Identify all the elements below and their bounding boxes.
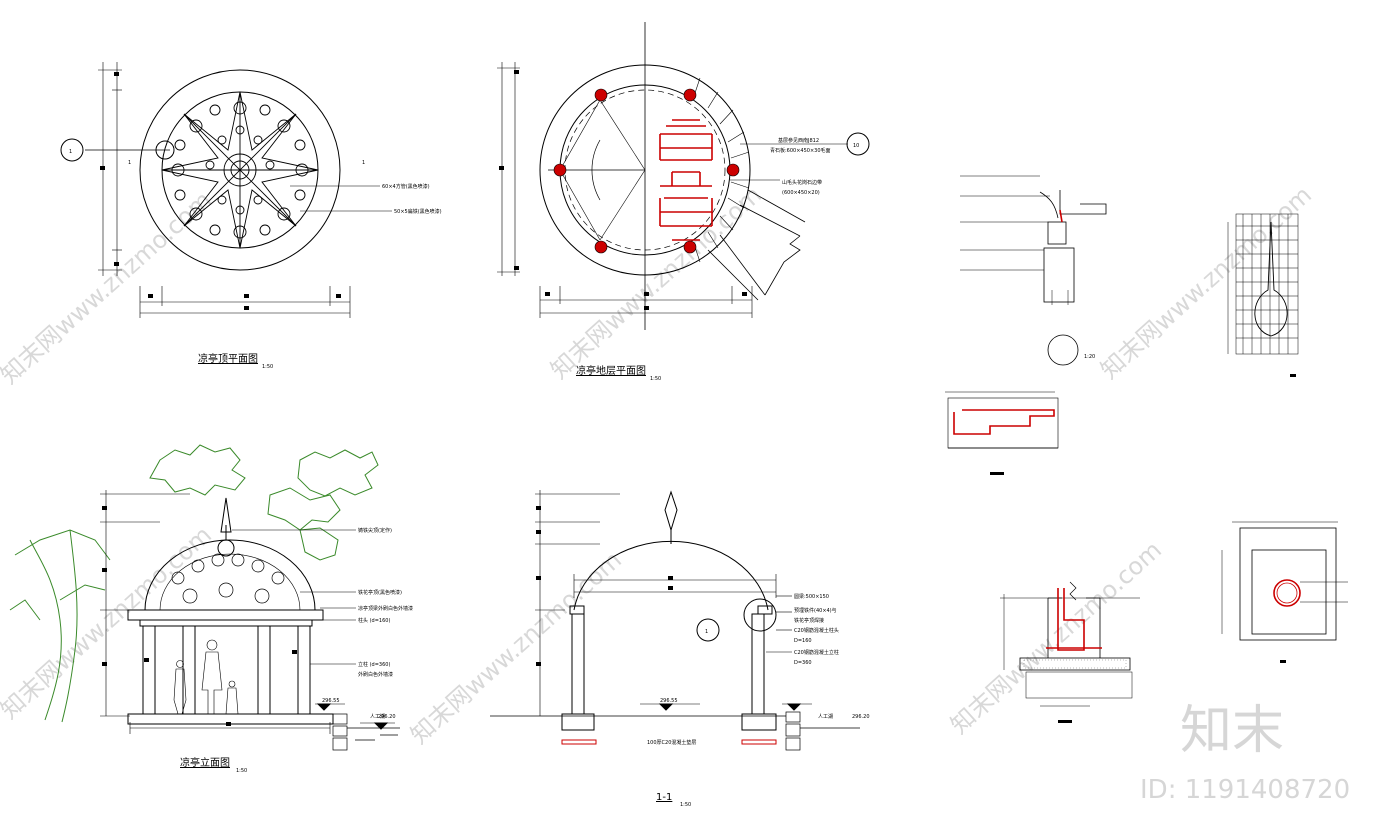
floor-plan-view xyxy=(497,22,870,330)
column xyxy=(257,625,271,715)
elevation-view xyxy=(9,444,400,751)
roof-star-pattern xyxy=(161,91,319,249)
elevation-note-finial: 铸铁尖顶(定作) xyxy=(358,527,392,534)
floor-border-paving xyxy=(693,77,750,263)
elevation-note-paint: 外刷白色外墙漆 xyxy=(358,671,393,678)
section-note-column: C20钢筋混凝土立柱 xyxy=(794,649,839,656)
watermark-text: 知末网www.znzmo.com xyxy=(945,536,1167,740)
brand-logo-text: 知末 xyxy=(1180,701,1284,761)
watermark-layer: 知末网www.znzmo.com 知末网www.znzmo.com 知末网www… xyxy=(0,181,1350,805)
elevation-level-top: 296.55 xyxy=(322,698,340,704)
column-marker xyxy=(683,88,697,102)
elevation-note-beam: 凉亭顶梁外刷白色外墙漆 xyxy=(358,605,413,612)
roof-outer-ring xyxy=(139,69,341,271)
section-ground-label: 人工湖 xyxy=(818,713,833,720)
watermark-text: 知末网www.znzmo.com xyxy=(0,521,217,725)
section-note-embed: 预埋铁件(40×4)与 xyxy=(794,607,837,614)
roof-plan-view xyxy=(60,62,392,318)
floor-path-strip xyxy=(707,189,806,301)
human-figures xyxy=(173,639,239,715)
column xyxy=(182,625,196,715)
column xyxy=(297,625,311,715)
floor-note-edging-size: (600×450×20) xyxy=(782,190,820,196)
column xyxy=(142,625,156,715)
gazebo-elevation xyxy=(100,490,400,751)
detail-callout-circle xyxy=(155,140,175,160)
column-marker xyxy=(553,163,567,177)
detail-beam-joint xyxy=(960,175,1107,305)
column-markers xyxy=(553,88,740,254)
lakeside-rocks xyxy=(785,711,860,751)
roof-plan-scale: 1:50 xyxy=(262,364,273,370)
rebar-highlights xyxy=(953,209,1301,651)
detail-views xyxy=(945,175,1348,707)
roof-cut-label: 1 xyxy=(362,160,365,166)
dome-scroll-ornaments xyxy=(171,553,285,604)
elevation-ground-label: 人工湖 xyxy=(370,713,385,720)
section-dimension-lines xyxy=(535,490,777,716)
section-mark-number: 1 xyxy=(69,149,72,155)
section-mark-circle xyxy=(696,618,720,642)
elevation-note-capital: 柱头 (d=160) xyxy=(358,617,390,624)
section-mark-number: 1 xyxy=(705,629,708,635)
section-mark-circle xyxy=(846,132,870,156)
detail-circle-scale: 1:20 xyxy=(1084,354,1095,360)
section-view xyxy=(490,490,860,751)
section-note-capital-d: D=160 xyxy=(794,638,812,644)
roof-note-tube: 60×4方管(黑色喷漆) xyxy=(382,183,430,190)
detail-column-plan xyxy=(1221,521,1348,641)
column-section xyxy=(751,613,765,715)
section-note-column-d: D=360 xyxy=(794,660,812,666)
section-title: 1-1 xyxy=(656,792,672,803)
section-note-capital: C20钢筋混凝土柱头 xyxy=(794,627,839,634)
elevation-note-column: 立柱 (d=360) xyxy=(358,661,390,668)
section-mark-circle xyxy=(60,138,84,162)
floor-note-edging: 山毛头花岗石边带 xyxy=(782,179,822,186)
floor-dimension-lines xyxy=(497,62,753,318)
column-marker xyxy=(594,88,608,102)
detail-callout-circle xyxy=(743,598,777,632)
elevation-scale: 1:50 xyxy=(236,768,247,774)
image-id-text: ID: 1191408720 xyxy=(1140,775,1350,805)
roof-scroll-ornaments xyxy=(171,101,309,239)
elevation-note-dome: 铁花亭顶(黑色喷漆) xyxy=(358,589,402,596)
roof-beam xyxy=(127,609,324,621)
watermark-text: 知末网www.znzmo.com xyxy=(0,186,217,390)
detail-rebar-plan xyxy=(945,391,1059,449)
floor-note-base: 基层参见西南J812 xyxy=(778,137,819,144)
column-section xyxy=(571,613,585,715)
section-level-ground: 296.20 xyxy=(852,714,870,720)
roof-plan-title: 凉亭顶平面图 xyxy=(198,352,258,365)
lakeside-rocks xyxy=(332,713,400,751)
section-base-note: 100厚C20混凝土垫层 xyxy=(647,739,696,746)
section-scale: 1:50 xyxy=(680,802,691,808)
floor-inscription-pattern xyxy=(659,119,713,241)
tree-foliage xyxy=(9,444,379,723)
section-note-embed-weld: 铁花亭顶焊接 xyxy=(794,617,824,624)
roof-cut-label: 1 xyxy=(128,160,131,166)
section-level-top: 296.55 xyxy=(660,698,678,704)
elevation-level-ground: 296.20 xyxy=(378,714,396,720)
footing-gravel xyxy=(1023,659,1127,669)
detail-finial-grid xyxy=(1227,213,1299,355)
roof-note-flatbar: 50×5扁铁(黑色喷漆) xyxy=(394,208,442,215)
column-marker xyxy=(683,240,697,254)
elevation-dimension-lines xyxy=(100,490,331,734)
dome-outline xyxy=(144,539,316,611)
section-note-ringbeam: 圆梁:500×150 xyxy=(794,593,829,600)
section-mark-number: 10 xyxy=(853,143,859,149)
floor-plan-scale: 1:50 xyxy=(650,376,661,382)
footing-pad xyxy=(561,739,777,745)
detail-column-circle xyxy=(1047,334,1079,366)
elevation-title: 凉亭立面图 xyxy=(180,756,230,769)
floor-plan-title: 凉亭地层平面图 xyxy=(576,364,646,377)
dimension-tick-marks xyxy=(100,70,1296,726)
column-marker xyxy=(726,163,740,177)
watermark-text: 知末网www.znzmo.com xyxy=(545,181,767,385)
floor-note-paving: 青石板:600×450×30毛面 xyxy=(770,147,831,154)
column-marker xyxy=(594,240,608,254)
detail-footing-section xyxy=(1000,581,1140,707)
